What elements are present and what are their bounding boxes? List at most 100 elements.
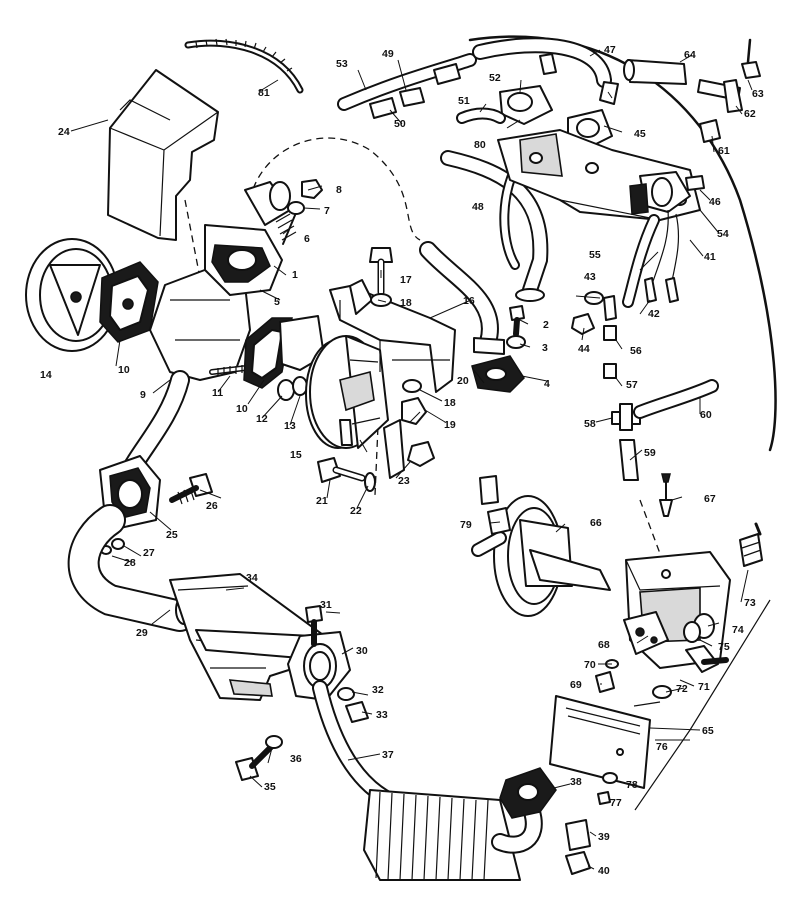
tube-57 [603,363,617,379]
callout-4: 4 [544,378,550,390]
callout-13: 13 [284,420,296,432]
washer-12 [277,379,295,401]
callout-26: 26 [206,500,218,512]
callout-64: 64 [684,49,696,61]
hose-60 [633,379,719,419]
callout-14: 14 [40,369,52,381]
hose-48 [440,150,549,302]
callout-77: 77 [610,797,622,809]
callout-81: 81 [258,87,270,99]
callout-31: 31 [320,599,332,611]
bolt-2 [509,305,525,321]
callout-54: 54 [717,228,729,240]
callout-1: 1 [292,269,298,281]
bolt-26 [169,473,213,505]
plug-79b [487,507,511,535]
callout-45: 45 [634,128,646,140]
wiring-loom [622,209,680,308]
callout-18b: 18 [444,397,456,409]
callout-39: 39 [598,831,610,843]
callout-42: 42 [648,308,660,320]
check-valve-52 [499,85,553,125]
flange-38 [499,767,557,819]
switch-68 [623,611,669,655]
hose-47 [472,37,612,88]
hose-51 [456,107,506,124]
callout-80: 80 [474,139,486,151]
callout-38: 38 [570,776,582,788]
callout-29: 29 [136,627,148,639]
callout-18a: 18 [400,297,412,309]
callout-44: 44 [578,343,590,355]
callout-69: 69 [570,679,582,691]
callout-55: 55 [589,249,601,261]
callout-51: 51 [458,95,470,107]
callout-21: 21 [316,495,328,507]
washer-36 [265,735,283,749]
routing-line-hose [249,137,421,241]
callout-37: 37 [382,749,394,761]
washer-72 [652,685,672,699]
callout-46: 46 [709,196,721,208]
nut-75 [683,621,701,643]
tee-49 [399,87,425,107]
callout-59: 59 [644,447,656,459]
callout-43: 43 [584,271,596,283]
washer-27 [111,538,125,550]
callout-79: 79 [460,519,472,531]
callout-6: 6 [304,233,310,245]
washer-78 [602,772,618,784]
callout-11: 11 [212,387,223,399]
callout-72: 72 [676,683,688,695]
callout-10b: 10 [236,403,248,415]
stud-43 [603,295,617,321]
nut-44 [571,313,595,335]
leader-lines [70,49,753,870]
gasket-left [99,261,159,343]
callout-16: 16 [463,295,475,307]
plug-79a [479,475,499,505]
callout-48: 48 [472,201,484,213]
callout-27: 27 [143,547,155,559]
callout-56: 56 [630,345,642,357]
callout-49: 49 [382,48,394,60]
screw-69 [595,671,615,693]
callout-73: 73 [744,597,756,609]
callout-50: 50 [394,118,406,130]
callout-17: 17 [400,274,412,286]
callout-74: 74 [732,624,744,636]
silencer [363,789,543,881]
callout-5: 5 [274,296,280,308]
callout-70: 70 [584,659,596,671]
callout-67: 67 [704,493,716,505]
callout-34: 34 [246,572,258,584]
bolt-21 [317,457,366,483]
tube-56 [603,325,617,341]
callout-20: 20 [457,375,469,387]
hose-53 [337,53,477,111]
callout-33: 33 [376,709,388,721]
nut-23 [407,441,435,467]
callout-41: 41 [704,251,716,263]
callout-15: 15 [290,449,302,461]
bolt-31 [305,605,323,647]
callout-3: 3 [542,342,548,354]
elbow-pipe [419,241,525,393]
bolt-35 [235,743,275,781]
nut-33 [345,701,369,723]
callout-22: 22 [350,505,362,517]
cover-plate-76 [549,695,651,789]
washer [287,201,305,215]
valve-54 [629,171,691,215]
screw-46 [685,175,705,191]
callout-61: 61 [718,145,730,157]
callout-76: 76 [656,741,668,753]
callout-8: 8 [336,184,342,196]
callout-68: 68 [598,639,610,651]
callout-65: 65 [702,725,714,737]
tube-59 [619,439,639,481]
tube-61 [699,119,721,143]
callout-28: 28 [124,557,136,569]
